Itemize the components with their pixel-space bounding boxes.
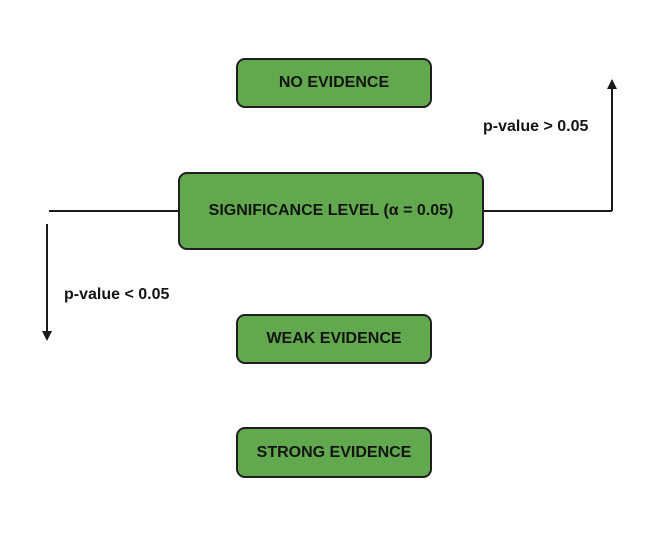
significance-level-box: SIGNIFICANCE LEVEL (α = 0.05) [178, 172, 484, 250]
strong-evidence-label: STRONG EVIDENCE [256, 443, 412, 461]
pvalue-greater-label: p-value > 0.05 [483, 118, 589, 135]
weak-evidence-box: WEAK EVIDENCE [236, 314, 432, 364]
no-evidence-box: NO EVIDENCE [236, 58, 432, 108]
strong-evidence-box: STRONG EVIDENCE [236, 427, 432, 478]
significance-level-label: SIGNIFICANCE LEVEL (α = 0.05) [208, 202, 454, 219]
pvalue-less-label: p-value < 0.05 [64, 286, 170, 303]
no-evidence-label: NO EVIDENCE [278, 74, 390, 91]
weak-evidence-label: WEAK EVIDENCE [266, 330, 402, 347]
